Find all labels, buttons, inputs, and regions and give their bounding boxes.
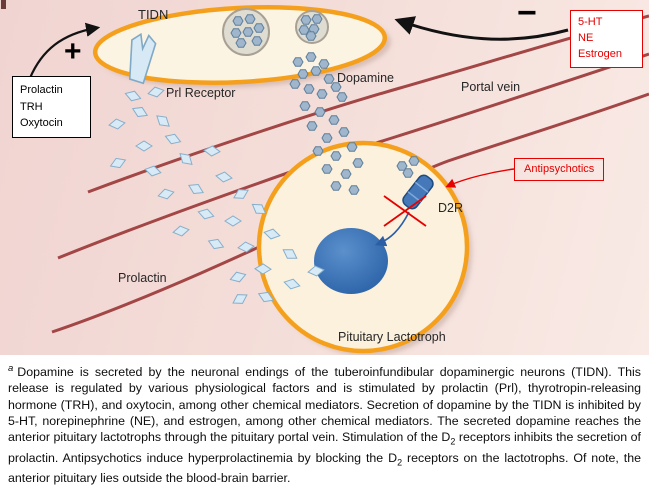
prolactin-label: Prolactin: [118, 271, 167, 285]
vesicle-dopamine-dot: [311, 14, 323, 24]
cell-nucleus: [314, 228, 388, 294]
stimulator-item: Prolactin: [20, 84, 63, 96]
stimulation-arrow: [28, 22, 101, 79]
dopamine-molecule: [348, 185, 360, 195]
dopamine-molecule: [314, 107, 326, 117]
minus-sign: −: [517, 0, 537, 32]
diagram-area: TIDN + Prolactin TRH Oxytocin Prl Recept…: [0, 0, 649, 355]
prolactin-molecule: [108, 154, 128, 172]
dopamine-molecule: [305, 52, 317, 62]
portal-vein-label: Portal vein: [461, 80, 521, 94]
inhibitors-box: 5-HT NE Estrogen: [570, 10, 643, 68]
antipsychotics-arrow: [445, 168, 515, 188]
dopamine-molecule: [299, 101, 311, 111]
vesicle-dopamine-dot: [232, 16, 244, 26]
dopamine-molecule: [323, 74, 335, 84]
prolactin-molecule: [153, 111, 173, 131]
prolactin-molecule: [206, 235, 226, 253]
portal-vein-line-middle: [57, 52, 649, 260]
blockade-cross-line: [383, 195, 427, 227]
inhibitor-item: Estrogen: [578, 47, 623, 60]
vesicle-dopamine-dot: [251, 36, 263, 46]
tidn-label: TIDN: [138, 7, 169, 22]
vesicle-dopamine-dot: [235, 38, 247, 48]
diagram-canvas: [1, 0, 649, 355]
prolactin-molecule: [230, 290, 250, 308]
dopamine-molecule: [340, 169, 352, 179]
dopamine-molecule: [408, 156, 420, 166]
dopamine-molecule: [338, 127, 350, 137]
dopamine-molecule: [336, 92, 348, 102]
dopamine-molecule: [292, 57, 304, 67]
prl-receptor-label: Prl Receptor: [166, 86, 236, 100]
dopamine-molecule: [312, 146, 324, 156]
prolactin-molecule: [214, 170, 234, 184]
d2r-label: D2R: [438, 201, 464, 215]
dopamine-molecule: [297, 69, 309, 79]
prolactin-molecule: [146, 84, 166, 100]
prolactin-molecule: [130, 103, 150, 121]
dopamine-molecule: [303, 84, 315, 94]
dopamine-molecule: [316, 89, 328, 99]
vesicle-dopamine-dot: [305, 31, 317, 41]
dopamine-molecule: [310, 66, 322, 76]
receptor-signal-arrow: [374, 211, 410, 247]
antipsychotics-box: Antipsychotics: [514, 158, 605, 182]
vesicle-dopamine-dot: [242, 27, 254, 37]
corner-artifact: [1, 0, 6, 9]
pituitary-lactotroph-label: Pituitary Lactotroph: [338, 330, 446, 344]
inhibitor-item: 5-HT: [578, 16, 603, 28]
footnote-marker: a: [8, 363, 14, 374]
vesicle-dopamine-dot: [244, 14, 256, 24]
inhibitor-item: NE: [578, 31, 594, 44]
caption-body: Dopamine is secreted by the neuronal end…: [8, 365, 641, 486]
prolactin-molecule: [171, 224, 191, 238]
stimulators-box: Prolactin TRH Oxytocin: [12, 76, 91, 138]
prl-receptor-shape: [128, 32, 157, 85]
dopamine-molecule: [402, 168, 414, 178]
vesicle-dopamine-dot: [300, 15, 312, 25]
dopamine-molecule: [330, 151, 342, 161]
dopamine-molecule: [328, 115, 340, 125]
prolactin-molecule: [186, 180, 206, 198]
prolactin-molecule: [228, 269, 248, 285]
prolactin-molecule: [156, 186, 176, 202]
prolactin-molecule: [163, 131, 183, 147]
dopamine-molecule: [306, 121, 318, 131]
dopamine-molecule: [321, 164, 333, 174]
prolactin-molecule: [135, 140, 153, 152]
dopamine-molecule: [289, 79, 301, 89]
vesicle-dopamine-dot: [230, 28, 242, 38]
plus-sign: +: [64, 35, 82, 68]
prolactin-molecule: [196, 206, 216, 222]
vesicle-dopamine-dot: [253, 23, 265, 33]
prolactin-molecule: [224, 215, 242, 227]
inhibition-arrow: [394, 16, 569, 41]
dopamine-molecule: [346, 142, 358, 152]
stimulator-item: Oxytocin: [20, 117, 63, 129]
dopamine-molecule: [321, 133, 333, 143]
dopamine-label: Dopamine: [337, 71, 394, 85]
dopamine-molecule: [318, 59, 330, 69]
dopamine-molecule: [330, 181, 342, 191]
prolactin-molecule: [123, 88, 143, 104]
dopamine-molecule: [352, 158, 364, 168]
portal-vein-line-upper: [87, 14, 649, 194]
prolactin-molecule: [107, 117, 127, 131]
stimulator-item: TRH: [20, 100, 43, 113]
